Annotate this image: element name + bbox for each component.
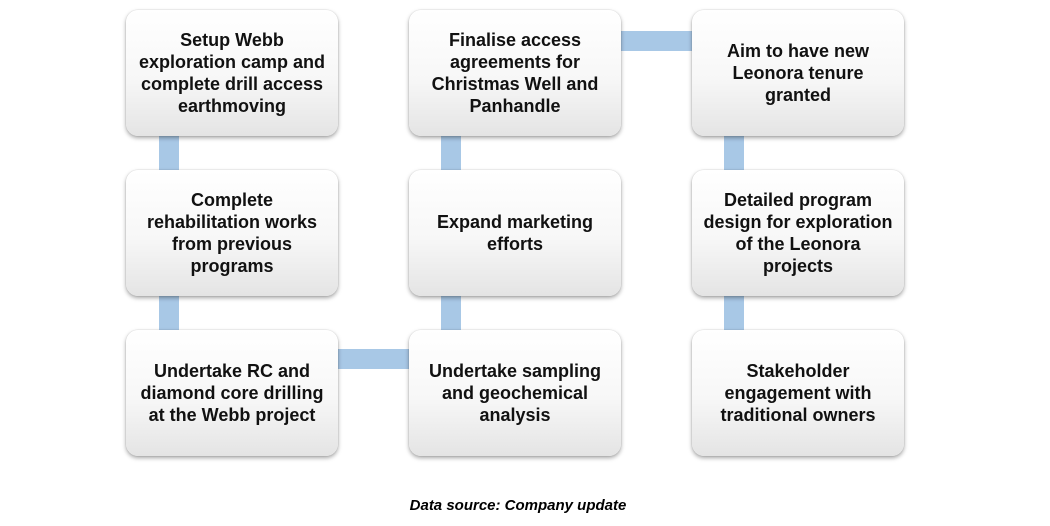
step-label: Detailed program design for exploration … xyxy=(703,190,893,276)
connector-1-2 xyxy=(159,134,179,170)
step-box: Stakeholder engagement with traditional … xyxy=(692,330,904,456)
connector-8-9 xyxy=(724,294,744,330)
step-label: Finalise access agreements for Christmas… xyxy=(431,30,599,116)
step-label: Aim to have new Leonora tenure granted xyxy=(726,41,870,105)
step-label: Undertake sampling and geochemical analy… xyxy=(428,361,602,425)
step-box: Aim to have new Leonora tenure granted xyxy=(692,10,904,136)
connector-6-7 xyxy=(620,31,694,51)
data-source-caption: Data source: Company update xyxy=(409,497,627,514)
connector-3-4 xyxy=(337,349,411,369)
connector-4-5 xyxy=(441,294,461,330)
step-label: Undertake RC and diamond core drilling a… xyxy=(140,361,324,425)
step-label: Setup Webb exploration camp and complete… xyxy=(138,30,326,116)
step-label: Stakeholder engagement with traditional … xyxy=(720,361,876,425)
step-label: Expand marketing efforts xyxy=(436,212,594,254)
step-box: Setup Webb exploration camp and complete… xyxy=(126,10,338,136)
step-box: Expand marketing efforts xyxy=(409,170,621,296)
step-box: Complete rehabilitation works from previ… xyxy=(126,170,338,296)
connector-5-6 xyxy=(441,134,461,170)
step-label: Complete rehabilitation works from previ… xyxy=(146,190,318,276)
step-box: Finalise access agreements for Christmas… xyxy=(409,10,621,136)
step-box: Detailed program design for exploration … xyxy=(692,170,904,296)
step-box: Undertake sampling and geochemical analy… xyxy=(409,330,621,456)
connector-2-3 xyxy=(159,294,179,330)
connector-7-8 xyxy=(724,134,744,170)
step-box: Undertake RC and diamond core drilling a… xyxy=(126,330,338,456)
